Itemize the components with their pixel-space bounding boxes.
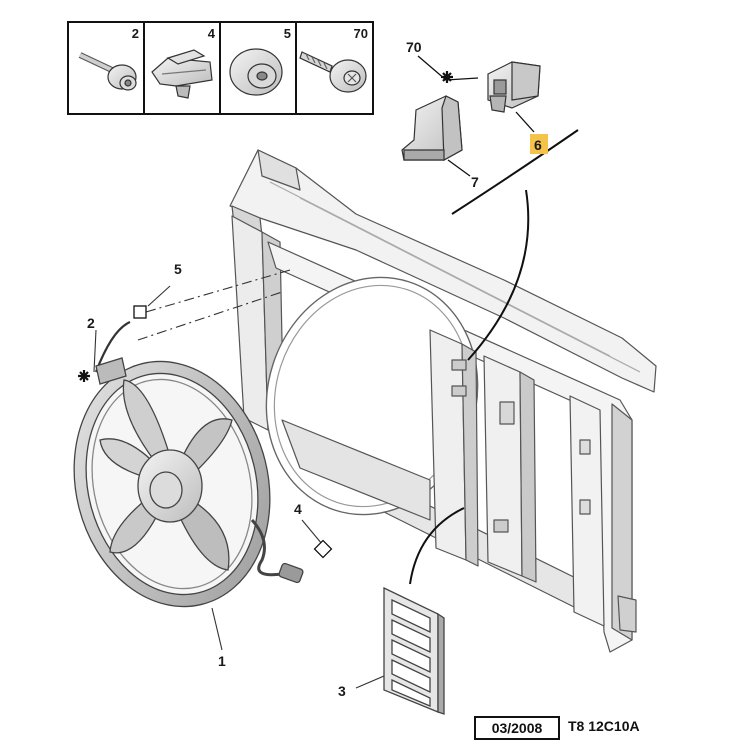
callout-3: 3 <box>338 683 346 699</box>
callout-6: 6 <box>534 137 542 153</box>
legend-number-4: 4 <box>208 26 216 41</box>
grommet-icon <box>229 48 283 96</box>
revision-date: 03/2008 <box>474 716 560 740</box>
highlight-box-6 <box>530 134 548 154</box>
cooling-fan-part-1 <box>73 357 304 608</box>
detail-arcs <box>409 129 579 585</box>
callout-2: 2 <box>87 315 95 331</box>
callout-7: 7 <box>471 174 479 190</box>
callout-4: 4 <box>294 501 302 517</box>
diagram-reference-code: T8 12C10A <box>568 718 640 734</box>
star-fastener-left <box>78 370 90 382</box>
grommet-marker <box>133 305 147 319</box>
foot-part-7 <box>401 95 463 161</box>
clip-icon <box>151 49 213 99</box>
callout-1: 1 <box>218 653 226 669</box>
fan-shroud-frame <box>229 149 657 653</box>
screw-icon <box>299 51 367 93</box>
star-fastener-top <box>441 71 453 83</box>
grille-bracket-part-3 <box>383 586 445 715</box>
legend-number-70: 70 <box>354 26 368 41</box>
legend-number-2: 2 <box>132 26 139 41</box>
callout-5: 5 <box>174 261 182 277</box>
parts-legend: 2 4 5 70 <box>67 21 374 115</box>
bolt-icon <box>78 52 137 91</box>
legend-number-5: 5 <box>284 26 291 41</box>
callout-70: 70 <box>406 39 422 55</box>
clip-marker <box>313 539 333 559</box>
connector-part-6 <box>487 61 541 113</box>
callout-labels: 70 6 7 5 2 4 1 3 <box>87 39 548 699</box>
